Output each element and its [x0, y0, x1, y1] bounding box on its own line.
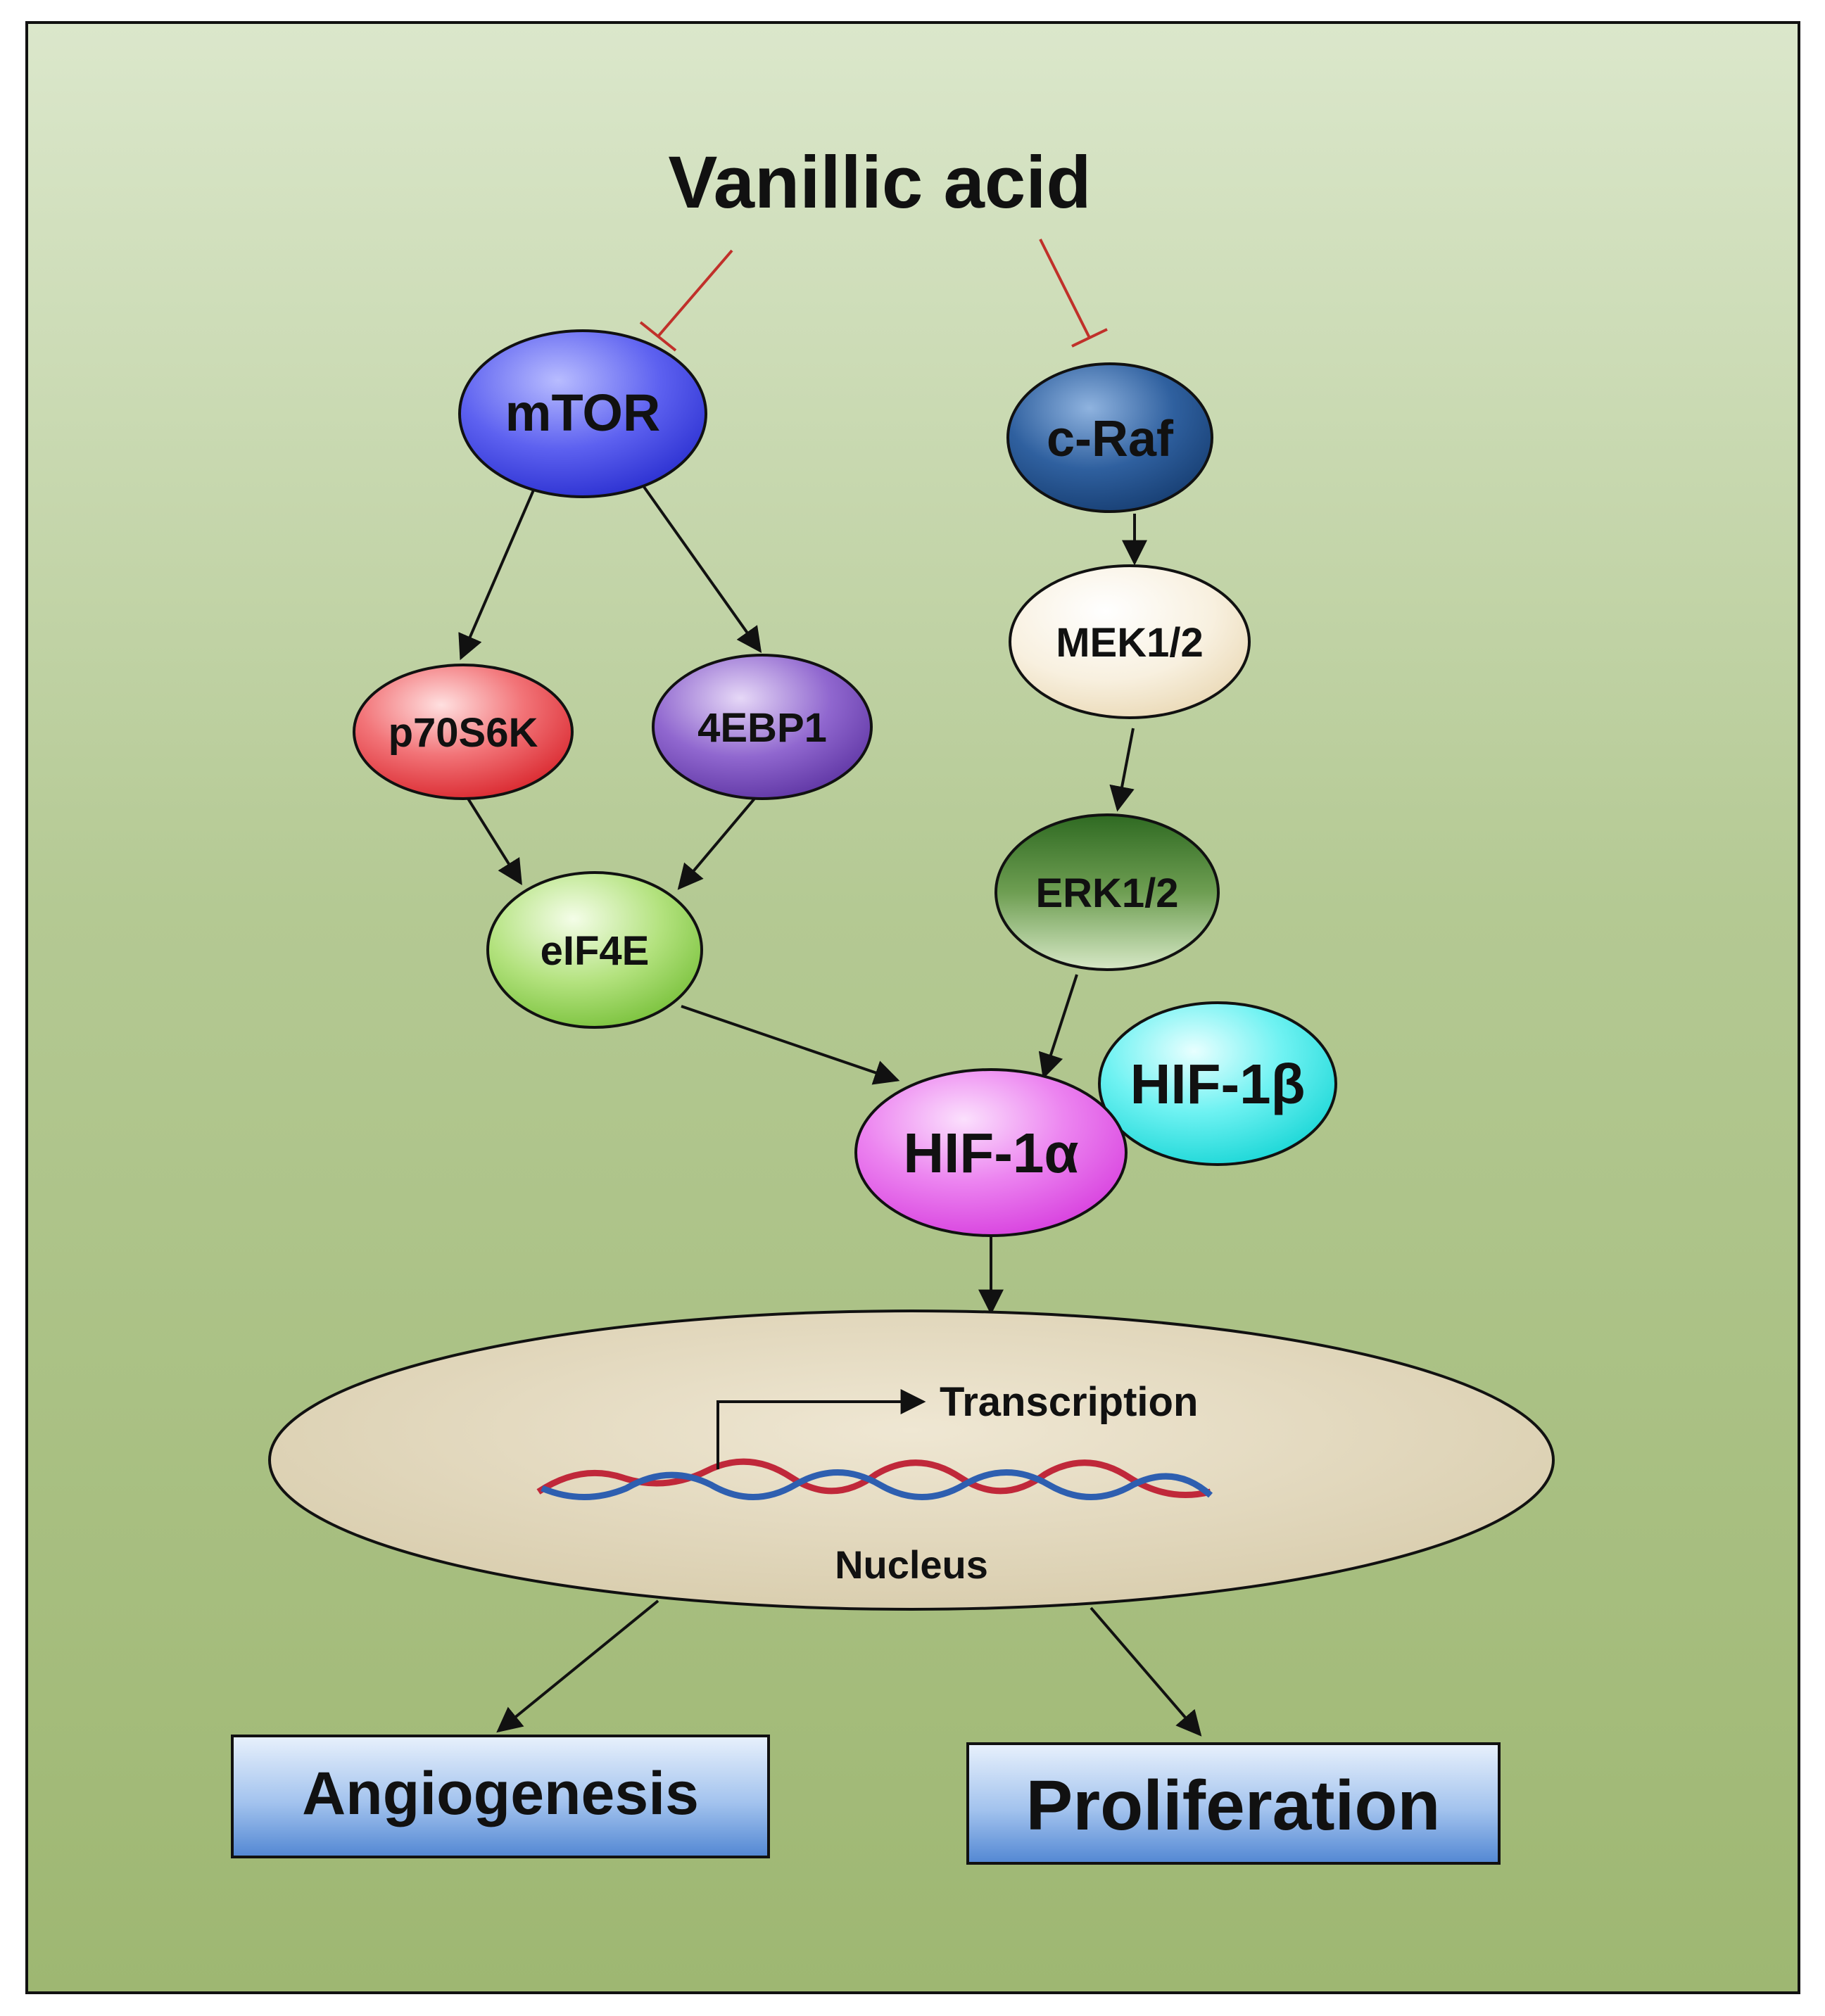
- inhibit-edge-mtor: [657, 249, 733, 338]
- inhibition-edges: [639, 239, 1108, 352]
- node-mek-label: MEK1/2: [1056, 620, 1204, 666]
- node-mek: MEK1/2: [1009, 564, 1251, 719]
- edge-eif4e-hif1a: [681, 1005, 900, 1085]
- node-craf-label: c-Raf: [1047, 411, 1174, 467]
- nucleus: Transcription Nucleus: [268, 1310, 1555, 1611]
- node-p70s6k: p70S6K: [353, 664, 574, 800]
- transcription-label: Transcription: [940, 1379, 1198, 1425]
- node-erk: ERK1/2: [994, 813, 1220, 971]
- angiogenesis-label: Angiogenesis: [302, 1760, 699, 1827]
- node-4ebp1: 4EBP1: [652, 654, 873, 800]
- dna-strand-red: [536, 1458, 1212, 1498]
- edge-nucleus-angiogenesis: [496, 1599, 659, 1733]
- node-eif4e-label: eIF4E: [541, 928, 650, 974]
- edge-mek-erk: [1109, 728, 1135, 812]
- inhibit-bar-mtor: [639, 321, 677, 352]
- node-hif1a: HIF-1α: [854, 1068, 1128, 1237]
- node-hif1b-label: HIF-1β: [1130, 1053, 1306, 1115]
- background-panel: [25, 21, 1800, 1994]
- nucleus-label: Nucleus: [835, 1542, 988, 1587]
- node-hif1b: HIF-1β: [1098, 1001, 1337, 1166]
- node-eif4e: eIF4E: [486, 871, 703, 1029]
- inhibit-edge-craf: [1039, 239, 1091, 338]
- proliferation-label: Proliferation: [1026, 1766, 1441, 1845]
- edge-mtor-p70s6k: [458, 486, 536, 661]
- edge-nucleus-proliferation: [1090, 1606, 1202, 1737]
- edge-4ebp1-eif4e: [677, 797, 756, 890]
- outcome-proliferation: Proliferation: [966, 1742, 1501, 1865]
- activation-edges: [458, 486, 1202, 1737]
- node-p70s6k-label: p70S6K: [389, 710, 538, 756]
- node-4ebp1-label: 4EBP1: [697, 705, 827, 751]
- node-craf: c-Raf: [1006, 362, 1213, 513]
- edge-erk-hif1a: [1038, 974, 1078, 1079]
- diagram-title: Vanillic acid: [668, 141, 1091, 224]
- inhibit-bar-craf: [1071, 328, 1108, 348]
- node-mtor-label: mTOR: [505, 383, 661, 442]
- edge-p70s6k-eif4e: [467, 797, 522, 886]
- edge-mtor-4ebp1: [643, 486, 762, 653]
- transcription-arrow: [716, 1389, 926, 1469]
- node-erk-label: ERK1/2: [1035, 870, 1178, 916]
- outcome-angiogenesis: Angiogenesis: [231, 1735, 770, 1858]
- node-hif1a-label: HIF-1α: [903, 1122, 1078, 1184]
- dna-strand-blue: [541, 1469, 1213, 1500]
- node-mtor: mTOR: [458, 329, 707, 498]
